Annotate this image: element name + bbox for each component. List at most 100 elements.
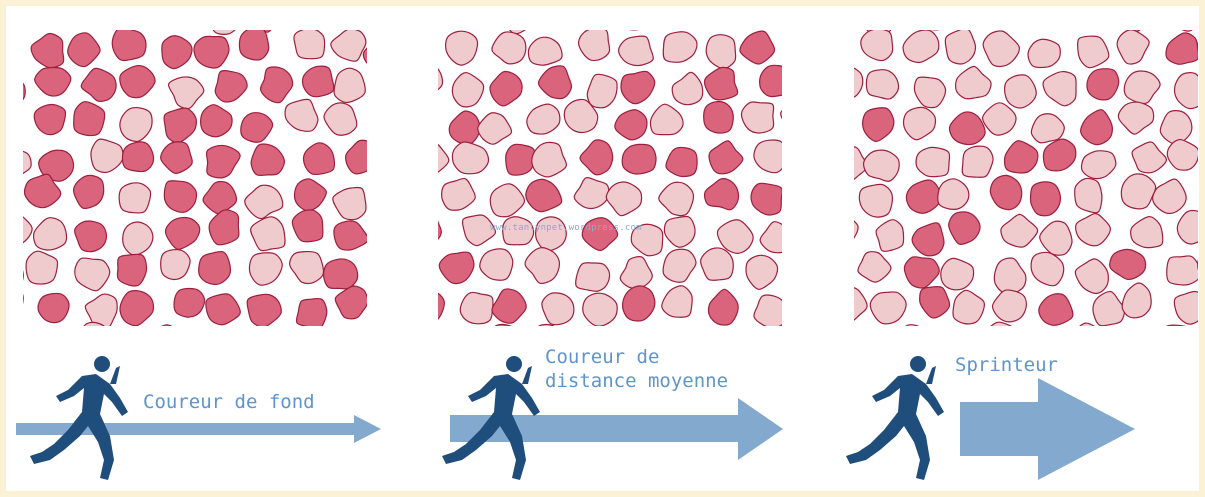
slow-twitch-fiber [1167, 256, 1198, 285]
fast-twitch-fiber [1166, 33, 1198, 64]
slow-twitch-fiber [953, 290, 984, 324]
fast-twitch-fiber [1159, 325, 1195, 326]
slow-twitch-fiber [290, 252, 324, 284]
fast-twitch-fiber [206, 294, 241, 325]
slow-twitch-fiber [904, 107, 936, 139]
fast-twitch-fiber [346, 140, 367, 174]
slow-twitch-fiber [956, 66, 991, 98]
fast-twitch-fiber [334, 221, 367, 250]
muscle-fibers-panel-long-distance [23, 30, 367, 326]
slow-twitch-fiber [528, 37, 562, 65]
watermark-text: www.tanlynpet.wordpress.com [490, 223, 642, 233]
slow-twitch-fiber [854, 67, 863, 98]
slow-twitch-fiber [659, 182, 694, 215]
long-distance-group: Coureur de fond [16, 336, 396, 496]
slow-twitch-fiber [1082, 151, 1116, 179]
slow-twitch-fiber [85, 294, 117, 326]
fast-twitch-fiber [74, 175, 104, 208]
fast-twitch-fiber [1043, 139, 1075, 171]
slow-twitch-fiber [1005, 75, 1037, 108]
fast-twitch-fiber [203, 182, 236, 214]
slow-twitch-fiber [1028, 39, 1060, 67]
slow-twitch-fiber [746, 255, 777, 289]
fast-twitch-fiber [438, 212, 441, 245]
slow-twitch-fiber [168, 77, 203, 109]
slow-twitch-fiber [1031, 114, 1064, 143]
label-long-distance: Coureur de fond [143, 391, 315, 413]
slow-twitch-fiber [854, 212, 858, 245]
runner-icon [846, 356, 944, 480]
slow-twitch-fiber [1040, 221, 1072, 255]
slow-twitch-fiber [899, 325, 931, 326]
fast-twitch-fiber [324, 259, 358, 289]
fast-twitch-fiber [1005, 141, 1038, 173]
fast-twitch-fiber [621, 71, 655, 103]
fast-twitch-fiber [303, 66, 334, 96]
fast-twitch-fiber [705, 179, 739, 210]
slow-twitch-fiber [1093, 292, 1124, 326]
slow-twitch-fiber [1175, 73, 1198, 109]
slow-twitch-fiber [574, 178, 609, 209]
fast-twitch-fiber [1081, 110, 1113, 145]
slow-twitch-fiber [478, 113, 512, 144]
slow-twitch-fiber [619, 36, 654, 65]
slow-twitch-fiber [945, 30, 975, 64]
slow-twitch-fiber [452, 142, 488, 174]
slow-twitch-fiber [754, 140, 782, 173]
slow-twitch-fiber [542, 293, 574, 325]
fast-twitch-fiber [704, 102, 734, 133]
slow-twitch-fiber [579, 30, 610, 60]
runner-icon [30, 356, 128, 480]
slow-twitch-fiber [760, 222, 782, 253]
slow-twitch-fiber [1131, 217, 1163, 248]
slow-twitch-fiber [161, 250, 190, 280]
fast-twitch-fiber [81, 68, 116, 101]
slow-twitch-fiber [992, 290, 1026, 322]
slow-twitch-fiber [663, 32, 697, 63]
slow-twitch-fiber [587, 74, 617, 108]
fast-twitch-fiber [241, 113, 273, 142]
slow-twitch-fiber [324, 103, 357, 135]
fast-twitch-fiber [623, 286, 655, 321]
slow-twitch-fiber [480, 249, 513, 280]
fast-twitch-fiber [122, 142, 153, 172]
slow-twitch-fiber [983, 31, 1019, 67]
slow-twitch-fiber [1167, 140, 1198, 171]
fast-twitch-fiber [709, 289, 739, 325]
fast-twitch-fiber [209, 210, 239, 245]
slow-twitch-fiber [91, 139, 123, 172]
fast-twitch-fiber [194, 36, 229, 68]
fast-twitch-fiber [538, 66, 571, 99]
slow-twitch-fiber [1124, 71, 1160, 103]
fast-twitch-fiber [201, 105, 232, 137]
fast-twitch-fiber [174, 289, 205, 318]
fast-twitch-fiber [912, 223, 944, 256]
slow-twitch-fiber [1117, 30, 1149, 64]
slow-twitch-fiber [986, 322, 1021, 326]
slow-twitch-fiber [527, 104, 560, 134]
slow-twitch-fiber [119, 183, 150, 213]
slow-twitch-fiber [211, 30, 242, 34]
fast-twitch-fiber [247, 294, 281, 326]
slow-twitch-fiber [672, 72, 702, 104]
slow-twitch-fiber [866, 70, 898, 99]
fast-twitch-fiber [206, 145, 240, 177]
fast-twitch-fiber [165, 218, 199, 250]
fast-twitch-fiber [709, 141, 743, 174]
slow-twitch-fiber [442, 179, 476, 211]
fast-twitch-fiber [906, 180, 940, 213]
slow-twitch-fiber [532, 142, 567, 177]
slow-twitch-fiber [251, 217, 285, 251]
fast-twitch-fiber [580, 140, 613, 175]
fast-twitch-fiber [705, 67, 738, 100]
slow-twitch-fiber [460, 292, 493, 323]
slow-twitch-fiber [249, 253, 282, 285]
slow-twitch-fiber [876, 220, 904, 252]
slow-twitch-fiber [1171, 30, 1198, 31]
slow-twitch-fiber [870, 292, 906, 324]
slow-twitch-fiber [664, 216, 695, 247]
figure-frame: www.tanlynpet.wordpress.com Coureur de f… [6, 6, 1199, 491]
fast-twitch-fiber [751, 183, 782, 215]
fast-twitch-fiber [261, 67, 293, 103]
fast-twitch-fiber [199, 251, 231, 284]
